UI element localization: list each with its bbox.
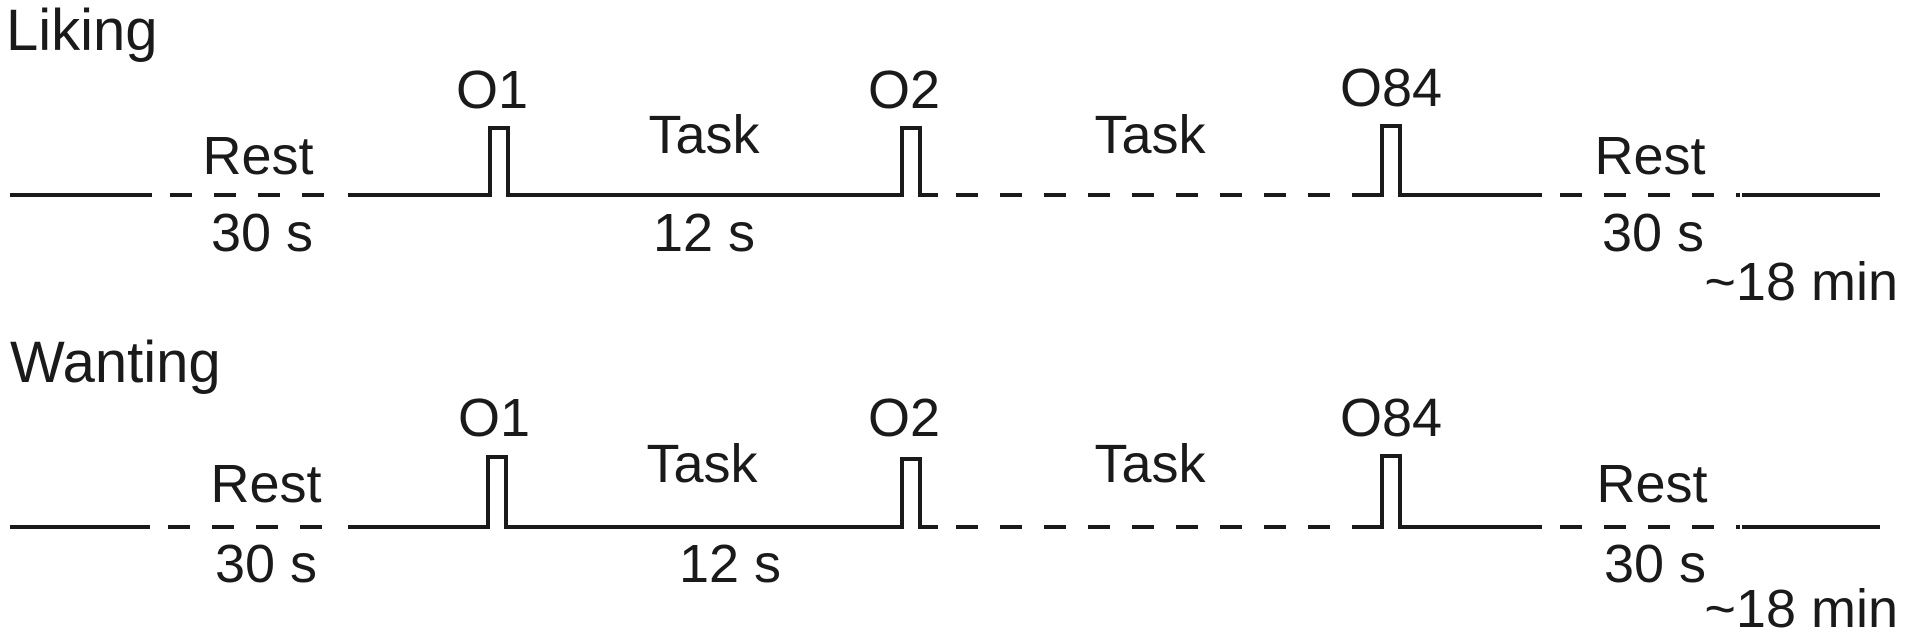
last-pulse: [1370, 124, 1542, 197]
last-pulse: [1370, 454, 1542, 529]
onset-label-last: O84: [1340, 58, 1442, 118]
rest-start-duration: 30 s: [211, 203, 313, 263]
panel-wanting: Wanting O1 O2 O84 Rest 30 s Task 12 s Ta…: [10, 330, 1898, 639]
onset-label-first: O1: [458, 388, 530, 448]
onset-label-last: O84: [1340, 388, 1442, 448]
panel-liking: Liking O1 O2 O84 Rest 30 s Task 12 s Tas…: [6, 0, 1898, 312]
panel-title: Liking: [6, 0, 158, 63]
task-signal-with-pulses: [348, 126, 938, 197]
onset-label-second: O2: [868, 60, 940, 120]
rest-end-duration: 30 s: [1602, 203, 1704, 263]
task-1-duration: 12 s: [679, 534, 781, 594]
task-signal-with-pulses: [348, 455, 938, 529]
task-1-duration: 12 s: [653, 203, 755, 263]
onset-label-second: O2: [868, 388, 940, 448]
rest-end-label: Rest: [1594, 126, 1705, 186]
rest-start-duration: 30 s: [215, 534, 317, 594]
rest-start-label: Rest: [210, 454, 321, 514]
task-1-label: Task: [646, 434, 758, 494]
total-duration: ~18 min: [1704, 579, 1898, 634]
task-1-label: Task: [648, 105, 760, 165]
onset-label-first: O1: [456, 60, 528, 120]
task-2-label: Task: [1094, 434, 1206, 494]
panel-title: Wanting: [10, 330, 221, 395]
rest-end-duration: 30 s: [1604, 534, 1706, 594]
total-duration: ~18 min: [1704, 252, 1898, 312]
task-2-label: Task: [1094, 105, 1206, 165]
rest-end-label: Rest: [1596, 454, 1707, 514]
rest-start-label: Rest: [202, 126, 313, 186]
